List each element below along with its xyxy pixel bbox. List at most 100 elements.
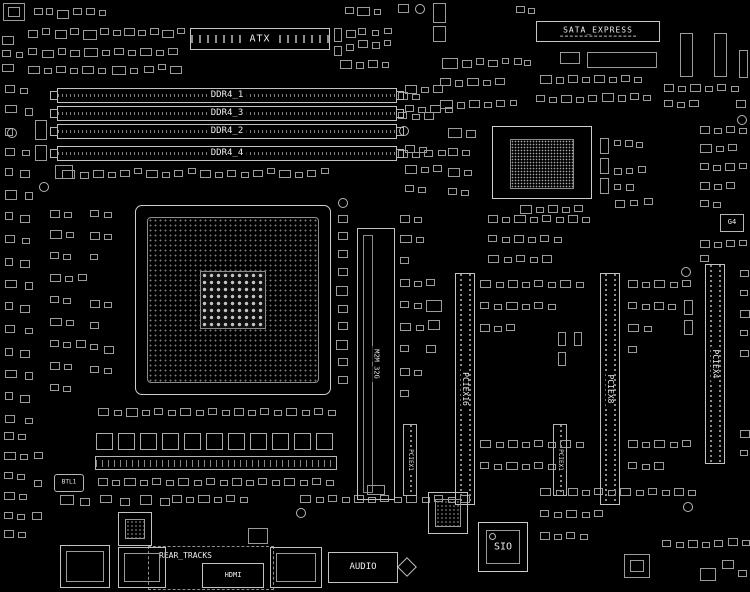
component-outline	[20, 454, 28, 460]
component-outline	[445, 107, 453, 113]
component-outline	[174, 170, 183, 177]
component-outline	[338, 250, 348, 258]
component-outline	[130, 68, 138, 74]
component-outline	[22, 150, 30, 156]
component-outline	[568, 215, 578, 223]
component-outline	[542, 215, 551, 222]
component-outline	[488, 255, 499, 263]
component-outline	[18, 532, 26, 538]
component-outline	[678, 86, 686, 92]
component-outline	[426, 300, 442, 312]
component-outline	[644, 198, 653, 205]
component-outline	[582, 512, 590, 518]
component-outline	[700, 126, 710, 134]
component-outline	[502, 237, 510, 243]
component-outline	[614, 184, 621, 190]
component-outline	[638, 166, 646, 173]
component-outline	[426, 345, 436, 353]
component-outline	[534, 440, 543, 447]
component-outline	[168, 48, 178, 55]
component-outline	[714, 540, 723, 547]
component-outline	[400, 257, 409, 264]
component-outline	[334, 28, 342, 42]
component-outline	[600, 138, 609, 154]
component-outline	[642, 464, 650, 470]
component-outline	[405, 105, 414, 112]
component-outline	[28, 66, 40, 74]
component-outline	[5, 370, 17, 378]
component-outline	[682, 440, 691, 447]
component-outline	[20, 260, 30, 268]
component-outline	[684, 320, 693, 335]
pcie-x1-slot-2-label: PCIEX1	[556, 448, 565, 472]
component-outline	[63, 298, 71, 304]
component-outline	[66, 232, 74, 238]
component-outline	[50, 340, 59, 347]
component-outline	[594, 75, 605, 83]
component-outline	[400, 390, 409, 397]
vrm-choke	[316, 433, 333, 450]
component-outline	[5, 85, 15, 93]
component-outline	[90, 300, 100, 308]
g4-label: G4	[724, 218, 740, 227]
component-outline	[628, 324, 639, 332]
battery-label: BTL1	[60, 478, 78, 487]
pcie-x1-slot-1-label: PCIEX1	[406, 448, 415, 472]
component-outline	[158, 64, 166, 70]
component-outline	[5, 348, 13, 356]
component-outline	[336, 286, 348, 296]
component-outline	[17, 514, 25, 520]
component-outline	[728, 538, 738, 546]
component-outline	[418, 107, 426, 113]
super-io-chip: SIO	[478, 522, 528, 572]
component-outline	[50, 210, 60, 218]
component-outline	[418, 187, 426, 193]
component-outline	[78, 274, 87, 281]
component-outline	[736, 100, 746, 108]
component-outline	[636, 490, 644, 496]
component-outline	[700, 200, 709, 207]
component-outline	[2, 50, 11, 57]
component-outline	[260, 408, 269, 415]
component-outline	[662, 540, 671, 547]
rear-tracks-label: REAR_TRACKS	[157, 551, 214, 560]
component-outline	[384, 40, 391, 46]
component-outline	[414, 370, 422, 376]
component-outline	[232, 478, 242, 486]
component-outline	[522, 464, 530, 470]
component-outline	[580, 534, 588, 540]
component-outline	[713, 165, 721, 171]
component-outline	[677, 102, 685, 108]
component-outline	[412, 94, 420, 100]
component-outline	[314, 408, 323, 415]
component-outline	[142, 410, 150, 416]
component-outline	[714, 184, 722, 190]
component-outline	[300, 495, 311, 503]
component-outline	[558, 352, 566, 366]
component-outline	[739, 240, 747, 246]
component-outline	[540, 235, 549, 242]
component-outline	[328, 410, 336, 416]
component-outline	[628, 302, 637, 309]
component-outline	[621, 75, 630, 82]
component-outline	[628, 440, 638, 448]
component-outline	[56, 66, 66, 73]
dimm-slot-3: DDR4_2	[50, 124, 404, 139]
component-outline	[112, 480, 120, 486]
component-outline	[740, 450, 748, 456]
component-outline	[726, 240, 735, 247]
component-outline	[630, 200, 638, 206]
pcie-x16-slot: PCIEX16	[455, 273, 475, 505]
component-outline	[414, 303, 422, 309]
component-outline	[98, 478, 108, 486]
component-outline	[4, 530, 14, 538]
component-outline	[740, 290, 748, 296]
component-outline	[688, 540, 698, 548]
component-outline	[356, 62, 364, 69]
component-outline	[338, 215, 348, 223]
component-outline	[63, 254, 71, 260]
component-outline	[113, 30, 121, 36]
component-outline	[682, 280, 691, 287]
component-outline	[258, 478, 267, 485]
component-outline	[4, 512, 13, 519]
